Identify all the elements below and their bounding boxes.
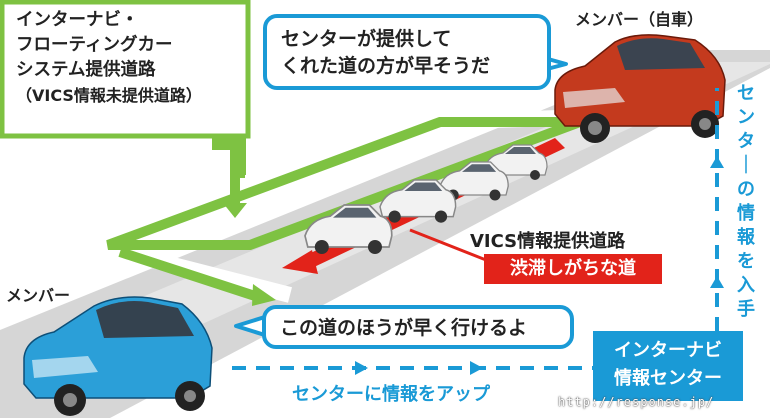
white-car	[379, 179, 457, 223]
info-center-line: 情報センター	[614, 368, 722, 389]
upload-arrow-head	[470, 361, 483, 375]
green-route-label-line: （VICS情報未提供道路）	[16, 86, 202, 105]
green-route-label-line: インターナビ・	[16, 10, 139, 30]
green-route-label-line: フローティングカー	[16, 35, 173, 55]
member-car	[23, 296, 213, 416]
speech-line: くれた道の方が早そうだ	[281, 55, 491, 77]
green-route-label-line: システム提供道路	[16, 60, 156, 80]
upload-arrow-head	[355, 361, 368, 375]
speech-bubble-bottom: この道のほうが早く行けるよ	[262, 305, 574, 349]
upload-label: センターに情報をアップ	[292, 384, 490, 405]
member-self-label: メンバー（自車）	[575, 10, 704, 29]
download-label-char: ン	[737, 107, 755, 128]
download-label-char: タ	[737, 131, 755, 152]
download-label-char: 情	[737, 203, 755, 224]
watermark: http://response.jp/	[558, 395, 715, 409]
car-queue	[304, 144, 548, 254]
white-car	[304, 204, 393, 254]
info-center-box: インターナビ 情報センター	[593, 331, 743, 401]
jam-label: 渋滞しがちな道	[484, 254, 662, 284]
info-center-line: インターナビ	[614, 340, 722, 361]
vics-road-label: VICS情報提供道路	[470, 231, 626, 252]
upload-path	[232, 88, 719, 370]
download-label-char: を	[737, 251, 755, 272]
download-label-char: セ	[737, 83, 755, 104]
download-arrow-head	[710, 156, 724, 168]
green-route-label: インターナビ・ フローティングカー システム提供道路 （VICS情報未提供道路）	[0, 0, 250, 140]
download-label-char: ｜	[737, 155, 755, 176]
download-label: センタ ｜ の情報を入手	[731, 82, 761, 322]
download-label-char: 入	[737, 275, 755, 296]
download-label-char: の	[737, 179, 755, 200]
speech-line: センターが提供して	[281, 28, 452, 50]
download-label-char: 報	[737, 227, 755, 248]
download-label-char: 手	[737, 299, 755, 320]
member-self-car	[554, 34, 726, 143]
speech-bubble-top: センターが提供して くれた道の方が早そうだ	[263, 14, 551, 90]
download-arrow-head	[710, 276, 724, 288]
green-label-frame	[0, 0, 251, 139]
member-label: メンバー	[6, 286, 71, 305]
